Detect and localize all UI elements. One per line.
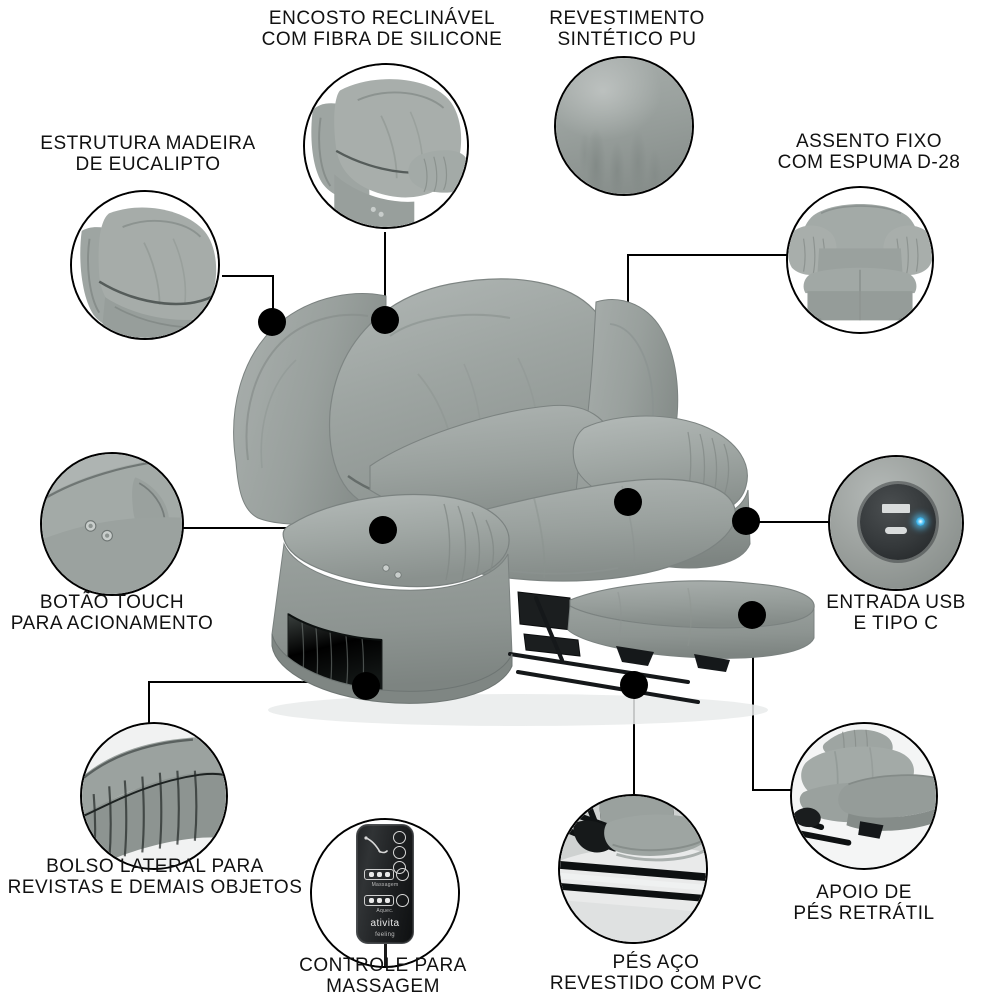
callout-bubble-revestimento-pu <box>554 56 694 196</box>
recliner-back-closeup-icon <box>72 192 218 338</box>
remote-massage-row[interactable] <box>364 869 394 880</box>
callout-bubble-entrada-usb <box>828 455 964 591</box>
remote-row-label-massagem: Massagem <box>371 882 399 888</box>
remote-row-label-aquec: Aquec. <box>376 908 394 914</box>
pu-leather-swatch-icon <box>556 58 692 194</box>
anchor-dot-encosto-reclinavel[interactable] <box>371 306 399 334</box>
connector-line-estrutura-v <box>272 275 274 323</box>
anchor-dot-apoio-pes[interactable] <box>738 601 766 629</box>
connector-line-pesaco-v <box>633 684 635 794</box>
usb-port-icon <box>830 457 962 589</box>
callout-bubble-pes-aco <box>558 794 708 944</box>
anchor-dot-entrada-usb[interactable] <box>732 507 760 535</box>
remote-heat-row[interactable] <box>364 895 394 906</box>
callout-label-botao-touch: BOTÃO TOUCH PARA ACIONAMENTO <box>10 592 214 635</box>
recliner-backrest-closeup-icon <box>305 65 467 227</box>
connector-line-apoio-v <box>752 614 754 790</box>
connector-line-touch-h <box>178 527 386 529</box>
armchair-front-closeup-icon <box>788 188 932 332</box>
anchor-dot-pes-aco[interactable] <box>620 671 648 699</box>
side-pocket-closeup-icon <box>82 724 226 868</box>
steel-frame-closeup-icon <box>560 796 706 942</box>
remote-mode-icon[interactable] <box>393 846 406 859</box>
callout-label-revestimento-pu: REVESTIMENTO SINTÉTICO PU <box>549 8 705 51</box>
anchor-dot-estrutura-madeira[interactable] <box>258 308 286 336</box>
callout-label-estrutura-madeira: ESTRUTURA MADEIRA DE EUCALIPTO <box>40 133 256 176</box>
remote-subbrand-label: feeling <box>375 932 395 938</box>
footrest-extended-icon <box>792 724 936 868</box>
callout-bubble-assento-fixo <box>786 186 934 334</box>
callout-label-encosto-reclinavel: ENCOSTO RECLINÁVEL COM FIBRA DE SILICONE <box>261 8 503 51</box>
remote-body: Massagem Aquec. ativita feeling <box>356 824 414 944</box>
connector-line-encosto-v <box>384 232 386 322</box>
callout-label-assento-fixo: ASSENTO FIXO COM ESPUMA D-28 <box>777 131 961 174</box>
remote-massage-toggle-icon[interactable] <box>396 868 409 881</box>
callout-label-controle-massagem: CONTROLE PARA MASSAGEM <box>299 955 467 998</box>
recliner-chair-icon <box>218 262 838 732</box>
remote-brand-label: ativita <box>370 918 400 929</box>
callout-bubble-apoio-pes <box>790 722 938 870</box>
anchor-dot-assento-fixo[interactable] <box>614 488 642 516</box>
connector-line-estrutura-h <box>222 275 274 277</box>
callout-bubble-botao-touch <box>40 452 184 596</box>
callout-label-apoio-pes: APOIO DE PÉS RETRÁTIL <box>793 882 935 925</box>
remote-power-icon[interactable] <box>393 831 406 844</box>
connector-line-bolso-v <box>148 681 150 745</box>
connector-line-usb-h <box>742 521 830 523</box>
anchor-dot-bolso-lateral[interactable] <box>352 672 380 700</box>
massage-remote-icon: Massagem Aquec. ativita feeling <box>312 820 458 966</box>
connector-line-assento-h <box>627 254 787 256</box>
connector-line-bolso-h <box>148 681 368 683</box>
anchor-dot-botao-touch[interactable] <box>369 516 397 544</box>
callout-bubble-estrutura-madeira <box>70 190 220 340</box>
callout-bubble-controle-massagem: Massagem Aquec. ativita feeling <box>310 818 460 968</box>
callout-label-entrada-usb: ENTRADA USB E TIPO C <box>826 592 966 635</box>
connector-line-apoio-h <box>752 789 804 791</box>
remote-heat-toggle-icon[interactable] <box>396 894 409 907</box>
remote-cord <box>384 944 387 966</box>
callout-label-pes-aco: PÉS AÇO REVESTIDO COM PVC <box>549 952 763 995</box>
touch-button-closeup-icon <box>42 454 182 594</box>
callout-label-bolso-lateral: BOLSO LATERAL PARA REVISTAS E DEMAIS OBJ… <box>7 856 303 899</box>
callout-bubble-bolso-lateral <box>80 722 228 870</box>
callout-bubble-encosto-reclinavel <box>303 63 469 229</box>
